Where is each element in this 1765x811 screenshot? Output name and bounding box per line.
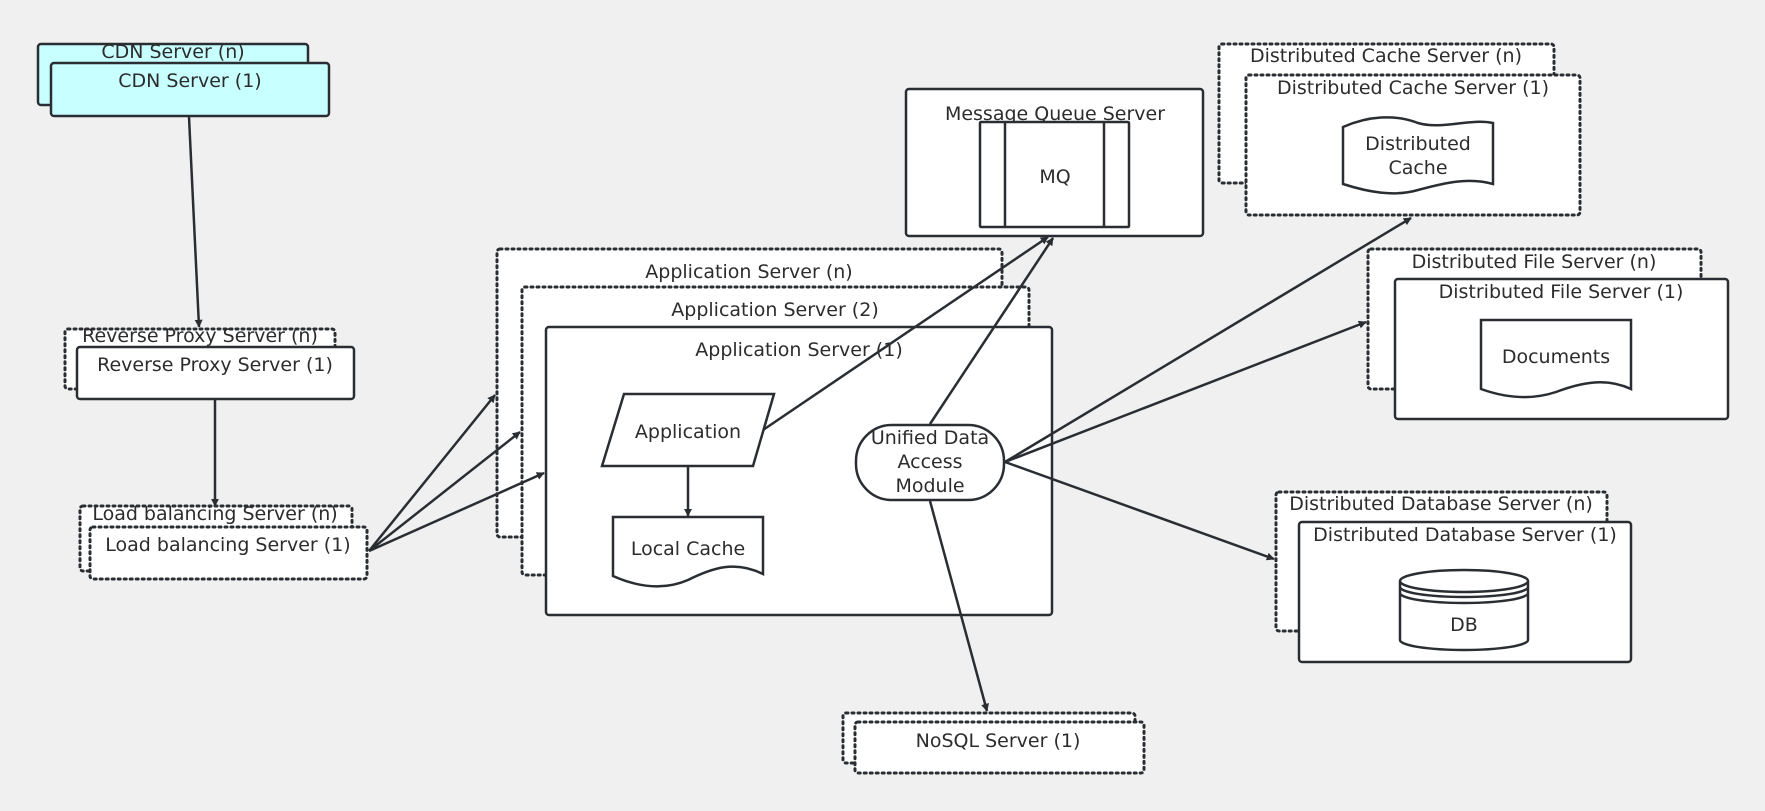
message-queue-server-label: Message Queue Server	[945, 103, 1165, 125]
reverse-proxy-server-1-label: Reverse Proxy Server (1)	[97, 354, 333, 376]
db-node[interactable]: DB	[1398, 568, 1530, 652]
edges	[187, 116, 1412, 712]
distributed-database-server-n-label: Distributed Database Server (n)	[1289, 493, 1593, 515]
mq-node[interactable]: MQ	[978, 120, 1131, 229]
load-balancing-server-1-label: Load balancing Server (1)	[105, 534, 350, 556]
application-server-n-label: Application Server (n)	[645, 261, 852, 283]
unified-data-access-module-label-line2: Access	[897, 451, 962, 473]
application-label: Application	[635, 421, 741, 443]
unified-data-access-module-node[interactable]: Unified Data Access Module	[854, 423, 1006, 502]
distributed-file-server-n-label: Distributed File Server (n)	[1412, 251, 1657, 273]
cdn-server-n-label: CDN Server (n)	[101, 41, 244, 63]
unified-data-access-module-label-line3: Module	[895, 475, 964, 497]
distributed-database-server-1-label: Distributed Database Server (1)	[1313, 524, 1617, 546]
edge-udam-to-distributed-cache	[1004, 216, 1412, 464]
reverse-proxy-server-n-label: Reverse Proxy Server (n)	[82, 325, 318, 347]
nosql-server-node[interactable]: NoSQL Server (1)	[841, 711, 1146, 775]
edge-udam-to-distributed-database	[1004, 460, 1275, 561]
documents-label: Documents	[1502, 346, 1610, 368]
cdn-server-1-node[interactable]: CDN Server (1)	[49, 61, 331, 118]
distributed-cache-node[interactable]: Distributed Cache	[1341, 116, 1495, 195]
distributed-file-server-1-label: Distributed File Server (1)	[1439, 281, 1684, 303]
distributed-cache-server-n-label: Distributed Cache Server (n)	[1250, 45, 1522, 67]
nosql-server-label: NoSQL Server (1)	[916, 730, 1081, 752]
application-node[interactable]: Application	[600, 392, 776, 468]
distributed-cache-server-1-label: Distributed Cache Server (1)	[1277, 77, 1549, 99]
unified-data-access-module-label-line1: Unified Data	[871, 427, 989, 449]
edge-udam-to-mq	[928, 237, 1055, 425]
edge-load-balancer-to-app-server-2	[368, 431, 521, 552]
distributed-cache-label-line2: Cache	[1388, 157, 1447, 179]
edge-udam-to-distributed-file	[1004, 320, 1367, 464]
db-label: DB	[1450, 614, 1478, 636]
local-cache-label: Local Cache	[631, 538, 745, 560]
edge-load-balancer-to-app-server-n	[368, 394, 496, 552]
reverse-proxy-server-1-node[interactable]: Reverse Proxy Server (1)	[75, 345, 356, 401]
load-balancing-server-n-label: Load balancing Server (n)	[92, 503, 337, 525]
cdn-server-1-label: CDN Server (1)	[118, 70, 261, 92]
distributed-cache-label-line1: Distributed	[1365, 133, 1471, 155]
application-server-2-label: Application Server (2)	[671, 299, 878, 321]
edge-cdn-to-reverse-proxy	[187, 116, 203, 328]
edge-application-to-mq	[762, 235, 1049, 432]
edge-load-balancer-to-app-server-1	[368, 471, 545, 553]
edge-udam-to-nosql	[928, 500, 989, 712]
mq-label: MQ	[1039, 166, 1070, 188]
documents-node[interactable]: Documents	[1479, 318, 1633, 399]
local-cache-node[interactable]: Local Cache	[611, 515, 765, 588]
application-server-1-label: Application Server (1)	[695, 339, 902, 361]
load-balancing-server-1-node[interactable]: Load balancing Server (1)	[88, 525, 369, 581]
